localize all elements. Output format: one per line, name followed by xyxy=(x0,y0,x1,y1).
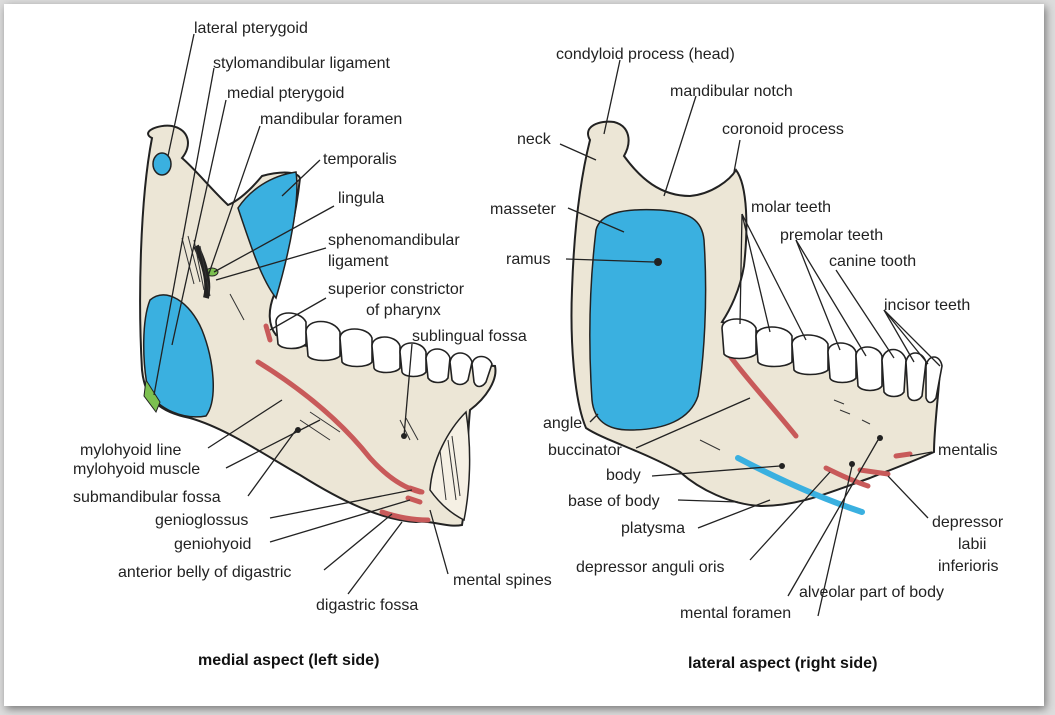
label-mental-spines: mental spines xyxy=(453,572,552,589)
label-mylohyoid-line: mylohyoid line xyxy=(80,442,181,459)
mandible-diagram: lateral pterygoid stylomandibular ligame… xyxy=(4,4,1044,706)
label-sublingual-fossa: sublingual fossa xyxy=(412,328,527,345)
label-ramus: ramus xyxy=(506,251,550,268)
label-neck: neck xyxy=(517,131,552,148)
label-incisor-teeth: incisor teeth xyxy=(884,297,970,314)
lateral-pterygoid-pit xyxy=(153,153,171,175)
caption-medial-aspect: medial aspect (left side) xyxy=(198,652,379,669)
label-superior-constrictor-2: of pharynx xyxy=(366,302,441,319)
label-condyloid-process: condyloid process (head) xyxy=(556,46,735,63)
label-buccinator: buccinator xyxy=(548,442,622,459)
label-mandibular-notch: mandibular notch xyxy=(670,83,793,100)
label-lateral-pterygoid: lateral pterygoid xyxy=(194,20,308,37)
label-superior-constrictor-1: superior constrictor xyxy=(328,281,465,298)
label-stylomandibular-ligament: stylomandibular ligament xyxy=(213,55,391,72)
label-lingula: lingula xyxy=(338,190,384,207)
label-body: body xyxy=(606,467,641,484)
ramus-dot xyxy=(654,258,662,266)
mentalis-attachment xyxy=(896,454,910,456)
label-mylohyoid-muscle: mylohyoid muscle xyxy=(73,461,200,478)
label-mentalis: mentalis xyxy=(938,442,998,459)
lateral-aspect-drawing xyxy=(572,122,942,512)
label-molar-teeth: molar teeth xyxy=(751,199,831,216)
label-platysma: platysma xyxy=(621,520,685,537)
label-mandibular-foramen: mandibular foramen xyxy=(260,111,402,128)
label-depressor-labii-1: depressor xyxy=(932,514,1004,531)
label-digastric-fossa: digastric fossa xyxy=(316,597,418,614)
label-base-of-body: base of body xyxy=(568,493,660,510)
label-anterior-belly-digastric: anterior belly of digastric xyxy=(118,564,291,581)
label-submandibular-fossa: submandibular fossa xyxy=(73,489,221,506)
label-depressor-labii-2: labii xyxy=(958,536,986,553)
masseter-attachment xyxy=(590,210,706,430)
label-temporalis: temporalis xyxy=(323,151,397,168)
label-genioglossus: genioglossus xyxy=(155,512,248,529)
label-premolar-teeth: premolar teeth xyxy=(780,227,883,244)
label-depressor-anguli-oris: depressor anguli oris xyxy=(576,559,725,576)
label-mental-foramen: mental foramen xyxy=(680,605,791,622)
caption-lateral-aspect: lateral aspect (right side) xyxy=(688,655,877,672)
label-sphenomandibular-1: sphenomandibular xyxy=(328,232,460,249)
label-alveolar-part: alveolar part of body xyxy=(799,584,944,601)
label-geniohyoid: geniohyoid xyxy=(174,536,251,553)
label-medial-pterygoid: medial pterygoid xyxy=(227,85,344,102)
label-canine-tooth: canine tooth xyxy=(829,253,916,270)
label-angle: angle xyxy=(543,415,582,432)
label-sphenomandibular-2: ligament xyxy=(328,253,389,270)
label-masseter: masseter xyxy=(490,201,556,218)
label-depressor-labii-3: inferioris xyxy=(938,558,998,575)
figure-frame: lateral pterygoid stylomandibular ligame… xyxy=(4,4,1044,706)
label-coronoid-process: coronoid process xyxy=(722,121,844,138)
